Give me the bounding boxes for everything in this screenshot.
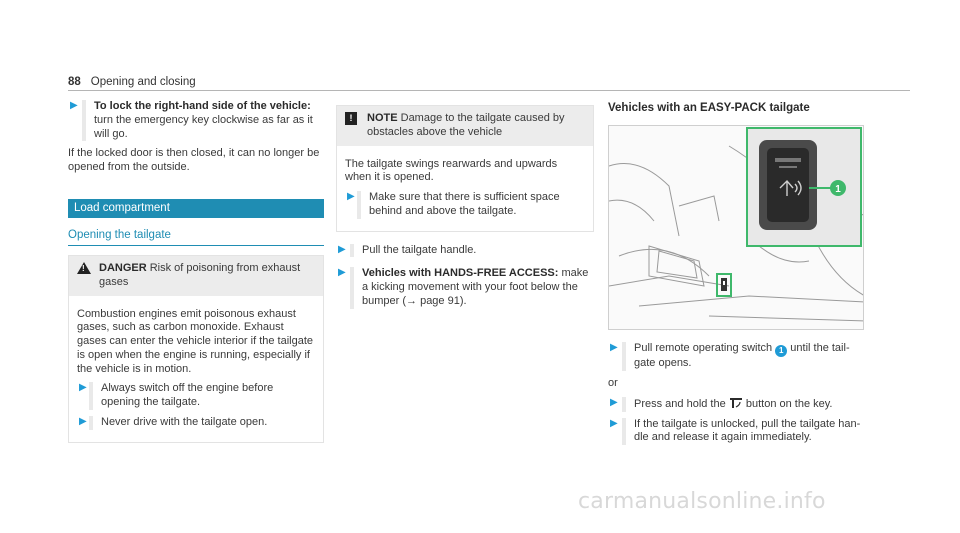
step-hands-free-text: make a kicking movement with your foot b… xyxy=(362,267,589,307)
step-arrow-icon: ▶ xyxy=(79,415,87,427)
section-title-load-compartment: Load compartment xyxy=(68,198,324,218)
subsection-opening-tailgate: Opening the tailgate xyxy=(68,228,324,247)
tailgate-button-icon xyxy=(729,397,742,408)
page-number: 88 xyxy=(68,76,81,88)
step-pull-remote-before: Pull remote operating switch xyxy=(634,342,776,355)
note-body: The tailgate swings rearwards and upward… xyxy=(337,146,593,231)
step-bar xyxy=(82,100,86,142)
illustration-svg: 1 xyxy=(609,127,863,322)
step-arrow-icon: ▶ xyxy=(610,342,618,354)
danger-step-2-text: Never drive with the tailgate open. xyxy=(101,415,268,428)
note-heading-text: Damage to the tailgate caused by obstacl… xyxy=(367,112,565,138)
danger-box: ! DANGER Risk of poisoning from exhaust … xyxy=(68,255,324,443)
locked-door-paragraph: If the locked door is then closed, it ca… xyxy=(68,147,320,173)
step-press-hold-key: ▶ Press and hold the button on the key. xyxy=(608,396,864,412)
step-arrow-icon: ▶ xyxy=(610,396,618,408)
danger-step-1-text: Always switch off the engine before open… xyxy=(101,382,274,409)
danger-heading: ! DANGER Risk of poisoning from exhaust … xyxy=(69,256,323,296)
step-arrow-icon: ▶ xyxy=(347,191,355,202)
step-bar xyxy=(622,396,626,412)
danger-step-2: ▶ Never drive with the tailgate open. xyxy=(77,415,315,430)
step-unlocked-pull-text: If the tailgate is unlocked, pull the ta… xyxy=(634,417,861,444)
danger-heading-text: Risk of poisoning from exhaust gases xyxy=(99,262,301,288)
easy-pack-title: Vehicles with an EASY-PACK tailgate xyxy=(608,102,810,114)
step-lock-title: To lock the right-hand side of the vehic… xyxy=(94,100,311,112)
danger-label: DANGER xyxy=(99,262,147,275)
step-arrow-icon: ▶ xyxy=(79,382,87,394)
step-bar xyxy=(622,342,626,372)
note-label: NOTE xyxy=(367,112,398,124)
note-exclamation-icon: ! xyxy=(345,112,357,126)
step-arrow-icon: ▶ xyxy=(338,267,346,279)
warning-triangle-icon: ! xyxy=(77,262,91,279)
page-header: 88 Opening and closing xyxy=(68,75,196,89)
column-right: Vehicles with an EASY-PACK tailgate xyxy=(608,101,864,451)
note-step-1-text: Make sure that there is sufficient space… xyxy=(369,191,560,217)
step-pull-remote-after: until the tail­gate opens. xyxy=(634,342,850,370)
step-hands-free: ▶ Vehicles with HANDS-FREE ACCESS: make … xyxy=(336,267,594,309)
or-separator: or xyxy=(608,377,618,390)
step-bar xyxy=(89,415,93,430)
watermark: carmanualsonline.info xyxy=(578,489,826,514)
step-arrow-icon: ▶ xyxy=(610,417,618,429)
header-rule xyxy=(68,90,910,91)
step-bar xyxy=(622,417,626,446)
tailgate-switch-illustration: 1 xyxy=(608,125,864,331)
callout-number-icon: 1 xyxy=(775,345,788,358)
step-lock-right-side: ▶ To lock the right-hand side of the veh… xyxy=(68,100,324,142)
step-press-hold-before: Press and hold the xyxy=(634,397,729,410)
step-press-hold-after: button on the key. xyxy=(742,397,833,410)
step-bar xyxy=(350,267,354,309)
note-heading: ! NOTE Damage to the tailgate caused by … xyxy=(337,106,593,146)
danger-body: Combustion engines emit poisonous exhaus… xyxy=(69,296,323,442)
illustration-callout-number: 1 xyxy=(835,184,841,195)
step-arrow-icon: ▶ xyxy=(338,243,346,255)
step-unlocked-pull: ▶ If the tailgate is unlocked, pull the … xyxy=(608,417,864,446)
step-bar xyxy=(89,382,93,410)
step-pull-handle: ▶ Pull the tailgate handle. xyxy=(336,243,594,258)
column-left: ▶ To lock the right-hand side of the veh… xyxy=(68,100,324,443)
danger-body-text: Combustion engines emit poisonous exhaus… xyxy=(77,307,314,375)
step-pull-handle-text: Pull the tailgate handle. xyxy=(362,243,477,256)
step-hands-free-title: Vehicles with HANDS-FREE ACCESS: xyxy=(362,267,559,280)
step-bar xyxy=(350,243,354,258)
note-box: ! NOTE Damage to the tailgate caused by … xyxy=(336,105,594,232)
step-bar xyxy=(357,191,361,219)
note-body-text: The tailgate swings rearwards and upward… xyxy=(345,157,558,184)
step-lock-text: turn the emergency key clockwise as far … xyxy=(94,113,313,140)
step-pull-remote-switch: ▶ Pull remote operating switch 1 until t… xyxy=(608,342,864,372)
header-section: Opening and closing xyxy=(90,76,196,88)
column-middle: ! NOTE Damage to the tailgate caused by … xyxy=(336,105,594,315)
danger-step-1: ▶ Always switch off the engine before op… xyxy=(77,382,315,410)
step-arrow-icon: ▶ xyxy=(70,100,78,111)
note-step-1: ▶ Make sure that there is sufficient spa… xyxy=(345,191,585,219)
